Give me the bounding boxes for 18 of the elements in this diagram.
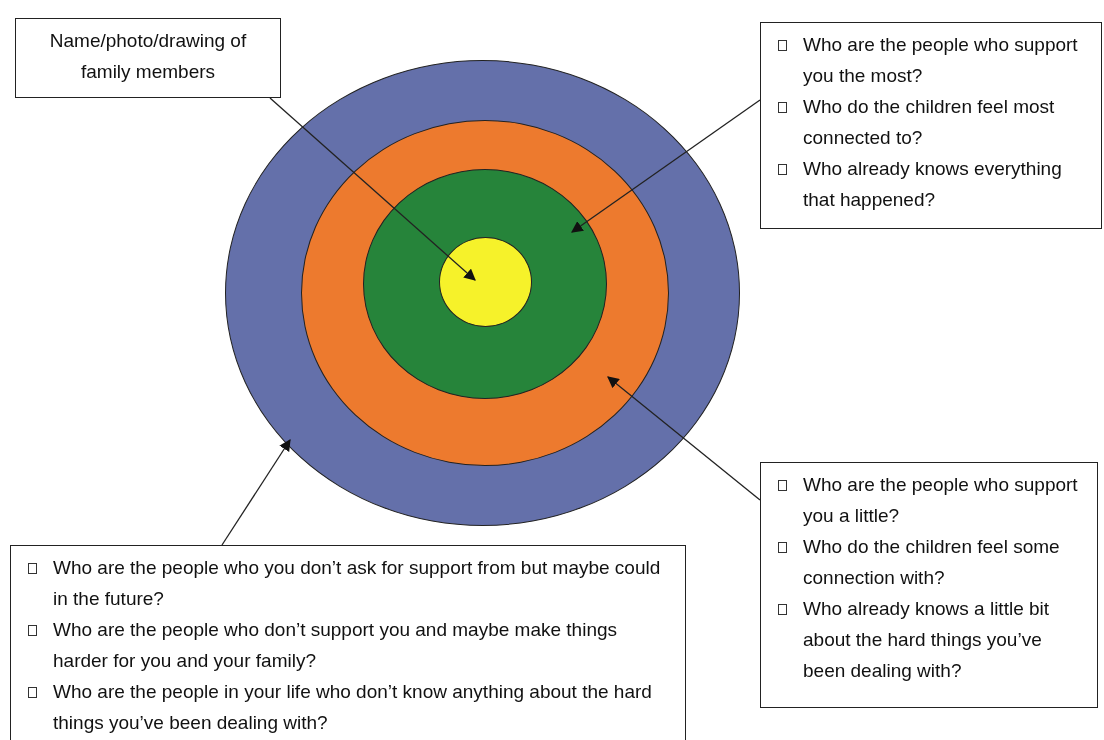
question-text: Who are the people in your life who don’t know anything about the hard things you’ve been dealing with? (53, 681, 652, 733)
callout-box (15, 18, 281, 98)
question-text: Who are the people who support you a little? (803, 474, 1078, 526)
arrow (571, 99, 761, 233)
question-text: Who already knows everything that happened? (803, 158, 1062, 210)
arrow (221, 439, 291, 546)
question-text: Who are the people who you don’t ask for support from but maybe could in the future? (53, 557, 661, 609)
callout-box (760, 462, 1098, 708)
callout-box (10, 545, 686, 740)
label-text: Name/photo/drawing of family members (48, 29, 248, 84)
question-text: Who are the people who support you the most? (803, 34, 1078, 86)
callout-box (760, 22, 1102, 229)
question-text: Who do the children feel some connection with? (803, 536, 1060, 588)
question-text: Who are the people who don’t support you and maybe make things harder for you and your family? (53, 619, 618, 671)
arrow (607, 376, 761, 501)
question-text: Who do the children feel most connected to? (803, 96, 1055, 148)
question-text: Who already knows a little bit about the hard things you’ve been dealing with? (803, 598, 1050, 681)
arrow (269, 97, 476, 281)
